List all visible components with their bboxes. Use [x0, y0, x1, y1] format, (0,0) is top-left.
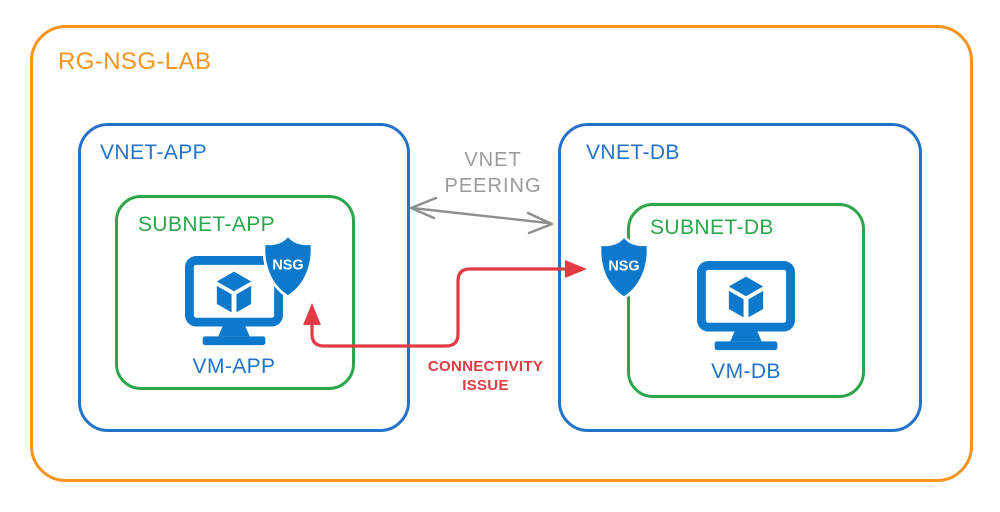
vm-app-label: VM-APP — [192, 355, 276, 378]
vm-app-icon — [185, 256, 283, 352]
vnet-peering-label-line2: PEERING — [444, 175, 542, 197]
resource-group-box — [30, 25, 973, 482]
subnet-db-label: SUBNET-DB — [650, 216, 774, 239]
vm-db-icon — [697, 261, 795, 357]
virtual-machine-icon — [185, 256, 283, 346]
connectivity-issue-label: CONNECTIVITY ISSUE — [408, 357, 563, 395]
vnet-peering-label-line1: VNET — [464, 149, 522, 171]
resource-group-label: RG-NSG-LAB — [58, 48, 212, 75]
virtual-machine-icon — [697, 261, 795, 351]
connectivity-issue-label-line2: ISSUE — [462, 377, 509, 394]
nsg-app-shield-label: NSG — [272, 258, 303, 274]
vnet-db-label: VNET-DB — [586, 141, 680, 164]
nsg-db-shield-icon: NSG — [597, 235, 651, 299]
subnet-db-box — [627, 203, 865, 398]
vnet-peering-label: VNET PEERING — [428, 147, 558, 199]
nsg-db-shield-label: NSG — [608, 259, 639, 275]
subnet-app-label: SUBNET-APP — [138, 213, 276, 236]
connectivity-issue-label-line1: CONNECTIVITY — [427, 358, 544, 375]
nsg-app-shield-icon: NSG — [261, 234, 315, 298]
vnet-app-label: VNET-APP — [100, 141, 208, 164]
vm-db-label: VM-DB — [711, 360, 781, 383]
cube-glyph — [728, 276, 764, 318]
